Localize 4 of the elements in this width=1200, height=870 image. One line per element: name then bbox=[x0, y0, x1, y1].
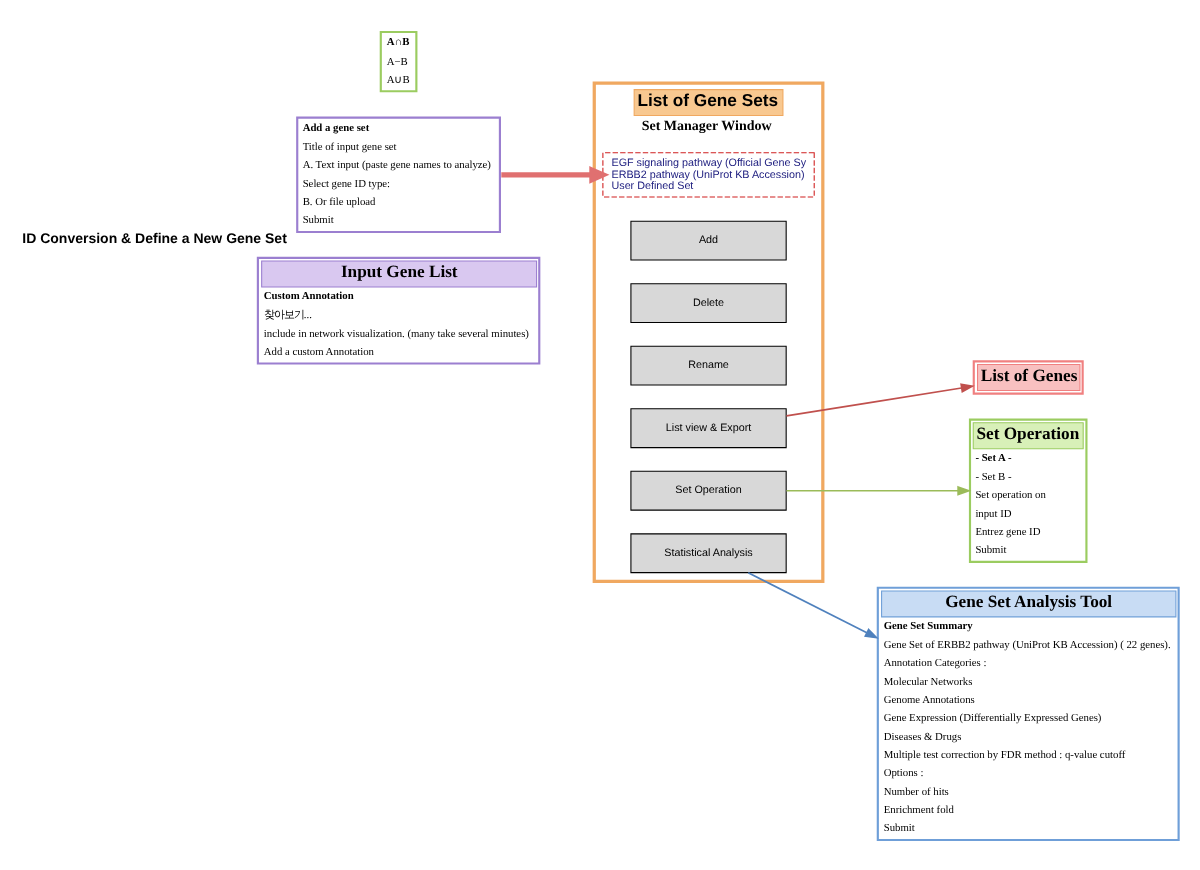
arrow bbox=[500, 164, 609, 183]
arrow bbox=[784, 382, 974, 416]
arrow bbox=[784, 484, 971, 495]
arrow bbox=[746, 570, 878, 638]
